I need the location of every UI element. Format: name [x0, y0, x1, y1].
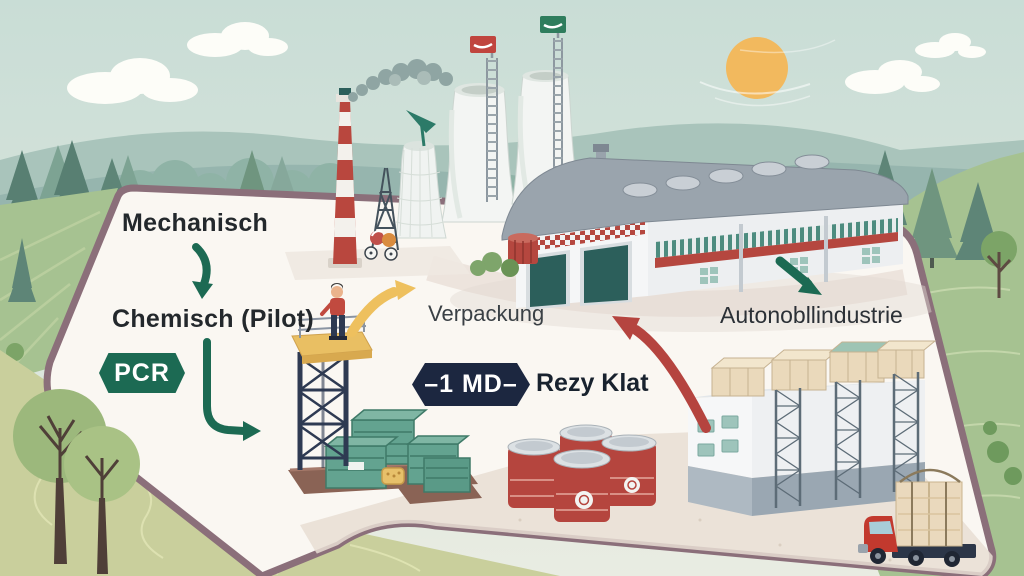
worker-figure — [320, 283, 347, 340]
bushes — [470, 252, 519, 277]
label-chemisch-pilot: Chemisch (Pilot) — [112, 305, 315, 333]
truck — [858, 468, 976, 567]
label-rezyklat: Rezy Klat — [536, 369, 649, 397]
scaffold-lattice — [774, 372, 920, 508]
warehouse-building — [688, 340, 937, 516]
arrow-diagonal-green-icon — [775, 256, 822, 295]
flag-green-icon — [540, 16, 566, 33]
red-barrels — [507, 424, 657, 522]
label-verpackung: Verpackung — [428, 301, 545, 326]
pcr-badge: PCR — [99, 353, 185, 393]
arrow-curved-yellow-icon — [347, 280, 416, 337]
hopper-cart — [364, 167, 399, 261]
crates-platform — [288, 409, 482, 504]
minus-one-md-badge: –1 MD– — [412, 363, 530, 406]
cooling-tower-small — [395, 110, 447, 239]
smoke — [348, 59, 453, 102]
label-automobilindustrie: Autonobllindustrie — [720, 302, 903, 328]
crate — [423, 457, 471, 493]
label-mechanisch: Mechanisch — [122, 209, 269, 237]
round-tree — [64, 426, 140, 574]
bushes-right — [983, 421, 1022, 485]
crate — [323, 436, 400, 489]
cloud-icon — [67, 22, 986, 104]
arrow-elbow-green-icon — [203, 338, 261, 441]
small-tree-right — [981, 231, 1017, 298]
roof-crates — [710, 340, 937, 397]
arrow-curved-red-icon — [612, 316, 711, 433]
ladder-with-flag-2 — [540, 16, 566, 186]
hillside-left — [0, 188, 118, 382]
basket-icon — [381, 467, 405, 485]
crane-icon — [406, 110, 436, 147]
sun-icon — [699, 37, 836, 107]
red-tank — [508, 233, 538, 264]
arrow-down-green-icon — [192, 243, 213, 299]
factory-building — [470, 144, 909, 310]
flag-red-icon — [470, 36, 496, 53]
smokestack — [328, 88, 362, 268]
cooling-tower-large — [441, 83, 519, 223]
ladder-with-flag — [470, 36, 498, 202]
scaffold-tower — [291, 283, 373, 470]
